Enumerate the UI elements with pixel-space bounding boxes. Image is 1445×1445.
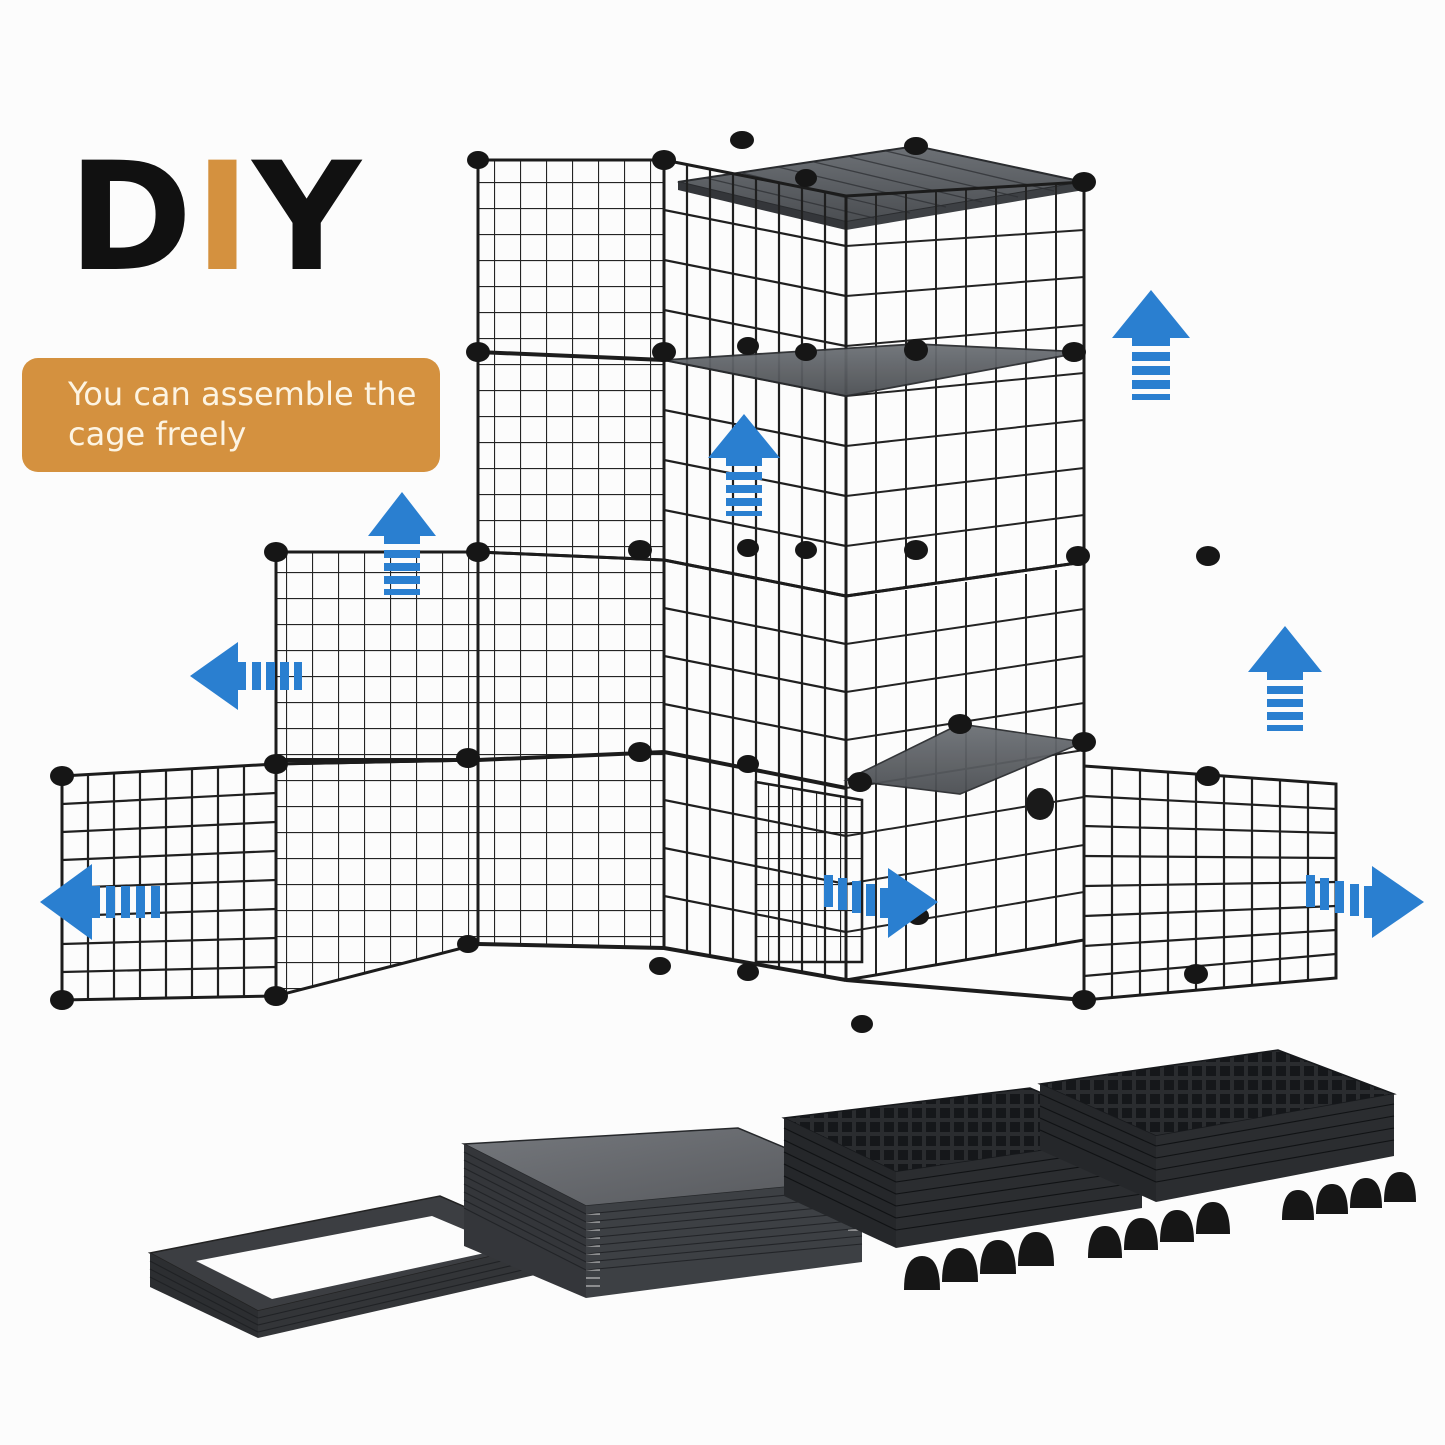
connector-group-3 [1282,1172,1416,1220]
door-latch-icon [1026,788,1054,820]
cage-mid-shelf-lower [276,723,1087,795]
arrow-left-mid [188,640,302,712]
cage-top-shelf [677,144,1085,230]
arrow-up-center [706,412,782,516]
arrow-right-door [824,862,940,940]
cage-left-wing-lower [274,758,480,998]
cage-far-right-panel [1082,764,1338,1002]
title-letter-d: D [68,131,195,305]
arrow-up-right-top [1110,288,1192,400]
arrow-up-right-lower [1246,624,1324,732]
cage-center-right-panel [662,558,848,982]
component-mesh-tile-stack-1 [781,1087,1145,1248]
cage-tower-left-panel [476,158,666,562]
connector-group-1 [904,1232,1054,1290]
cage-mid-shelf-upper [477,343,1085,397]
component-solid-panel-stack [461,1127,863,1298]
connector-group-2 [1088,1202,1230,1258]
title-letter-y: Y [252,131,363,305]
tagline-badge: You can assemble the cage freely [22,358,440,472]
cage-tower-right-panel [662,158,848,598]
arrow-up-left [366,490,438,598]
title-letter-i: I [194,131,253,305]
component-connector-pegs [904,1172,1416,1290]
component-mesh-tile-stack-2 [1037,1049,1397,1202]
cage-center-left-panel [476,550,666,950]
arrow-left-bottom [38,862,160,942]
cage-bottom-rails [477,942,1085,1002]
arrow-right-bottom [1306,862,1426,940]
cage-tower-far-panel [844,180,1086,598]
component-frame-ring-stack [147,1195,551,1338]
page-title: DIY [68,143,363,293]
